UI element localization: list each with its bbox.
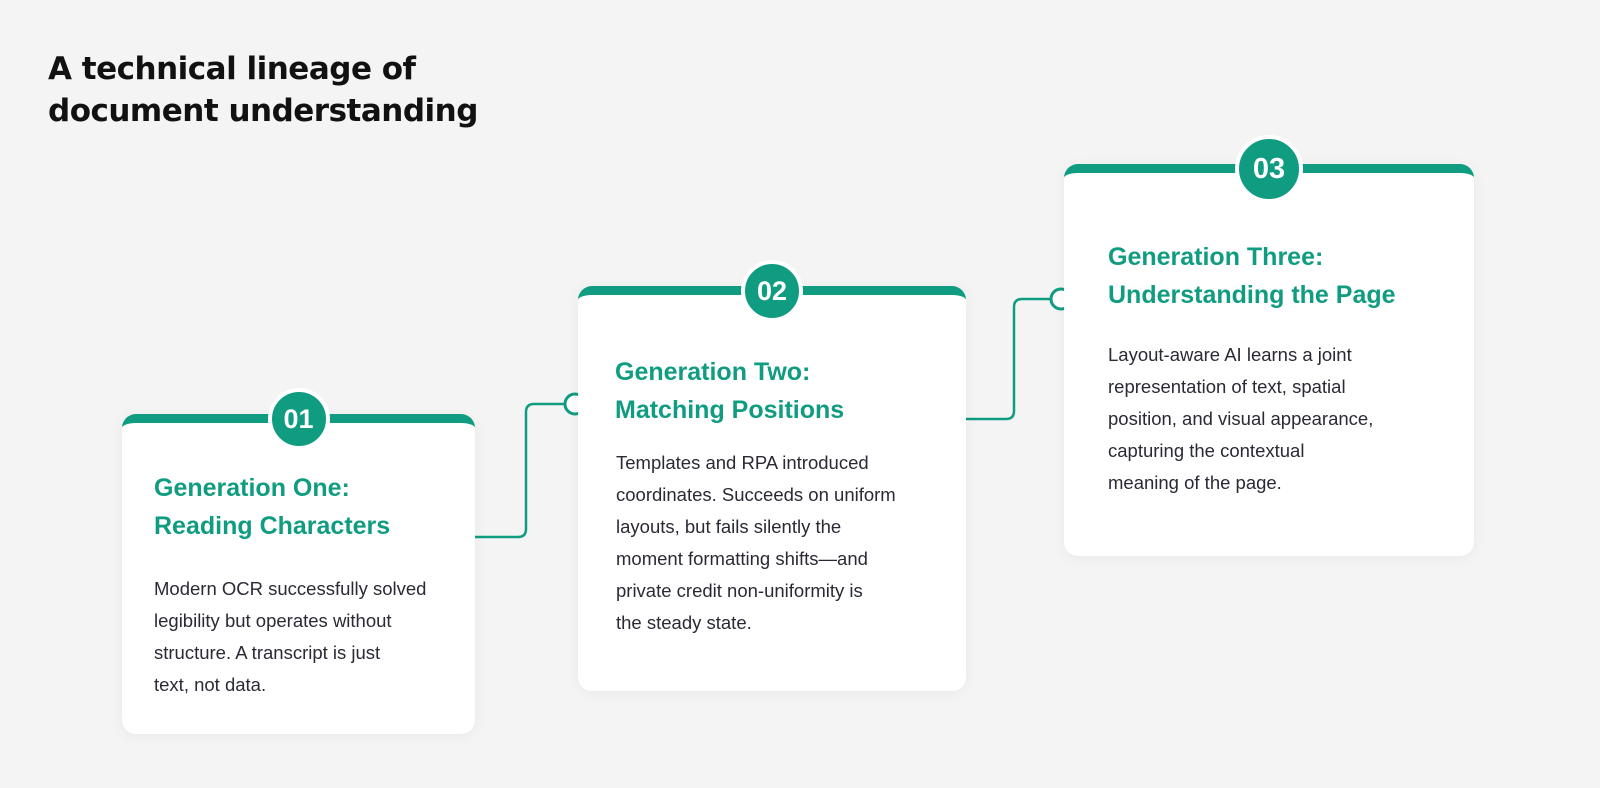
connector-2-to-3 — [966, 297, 1051, 421]
generation-heading: Generation Three: Understanding the Page — [1108, 238, 1396, 314]
generation-heading-line-2: Reading Characters — [154, 512, 391, 540]
page-title-line-1: A technical lineage of — [48, 51, 416, 87]
generation-card-2: 02 Generation Two: Matching Positions Te… — [578, 260, 966, 691]
generation-card-3: 03 Generation Three: Understanding the P… — [1064, 135, 1474, 556]
description-line: coordinates. Succeeds on uniform — [616, 484, 896, 505]
page-title: A technical lineage of document understa… — [48, 48, 478, 132]
description-line: text, not data. — [154, 674, 267, 695]
generation-description: Modern OCR successfully solved legibilit… — [154, 573, 426, 701]
description-line: Layout-aware AI learns a joint — [1108, 344, 1352, 365]
connector-1-to-2 — [475, 402, 565, 539]
description-line: representation of text, spatial — [1108, 376, 1346, 397]
description-line: layouts, but fails silently the — [616, 516, 842, 537]
description-line: position, and visual appearance, — [1108, 408, 1374, 429]
generation-heading-line-1: Generation Two: — [615, 358, 811, 386]
generation-heading-line-2: Understanding the Page — [1108, 281, 1396, 309]
description-line: Modern OCR successfully solved — [154, 578, 427, 599]
description-line: structure. A transcript is just — [154, 642, 381, 663]
generation-heading-line-1: Generation One: — [154, 474, 350, 502]
generation-description: Layout-aware AI learns a joint represent… — [1108, 339, 1373, 499]
generation-number-badge: 02 — [741, 260, 803, 322]
generation-heading: Generation One: Reading Characters — [154, 469, 390, 545]
page-title-line-2: document understanding — [48, 93, 478, 129]
description-line: meaning of the page. — [1108, 472, 1282, 493]
generation-description: Templates and RPA introduced coordinates… — [616, 447, 896, 639]
description-line: private credit non-uniformity is — [616, 580, 863, 601]
generation-card-1: 01 Generation One: Reading Characters Mo… — [122, 388, 475, 734]
description-line: capturing the contextual — [1108, 440, 1305, 461]
generation-heading-line-1: Generation Three: — [1108, 243, 1324, 271]
generation-number-badge: 03 — [1235, 135, 1303, 203]
generation-heading-line-2: Matching Positions — [615, 396, 845, 424]
generation-number-badge: 01 — [267, 388, 330, 450]
description-line: Templates and RPA introduced — [616, 452, 869, 473]
description-line: legibility but operates without — [154, 610, 392, 631]
generation-heading: Generation Two: Matching Positions — [615, 353, 844, 429]
description-line: moment formatting shifts—and — [616, 548, 868, 569]
description-line: the steady state. — [616, 612, 752, 633]
